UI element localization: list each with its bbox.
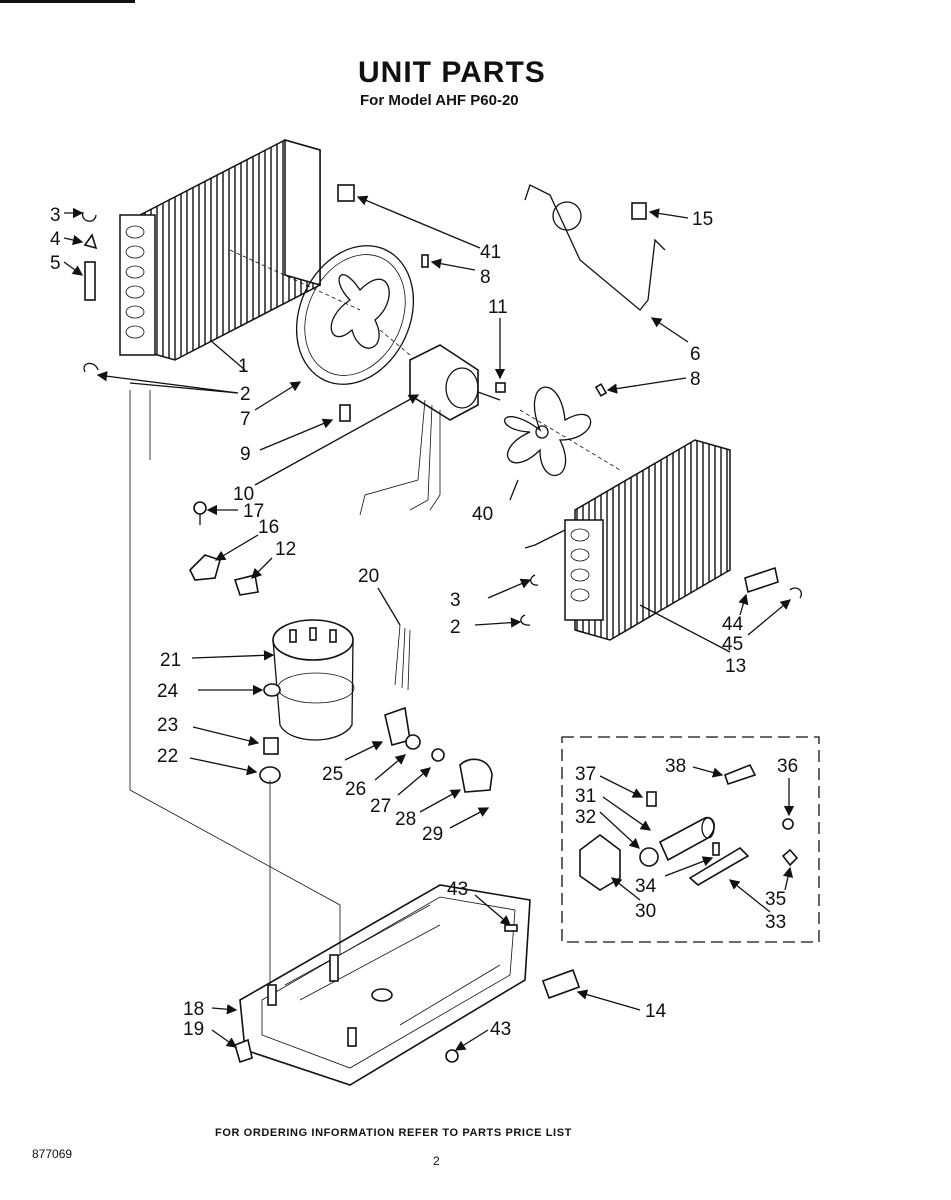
callout-25: 25: [322, 764, 343, 785]
callout-8-top: 8: [480, 267, 491, 288]
callout-7: 7: [240, 409, 251, 430]
callout-14: 14: [645, 1001, 667, 1022]
callout-16: 16: [258, 517, 279, 538]
callout-41: 41: [480, 242, 501, 263]
compressor: [272, 619, 355, 741]
callout-40: 40: [472, 504, 493, 525]
callout-18: 18: [183, 999, 204, 1020]
callout-29: 29: [422, 824, 443, 845]
callout-37: 37: [575, 764, 596, 785]
callout-9: 9: [240, 444, 251, 465]
capillary-tube: [524, 184, 666, 311]
callout-3-right: 3: [450, 590, 461, 611]
callout-24: 24: [157, 681, 179, 702]
page-title: UNIT PARTS: [358, 56, 546, 89]
callout-34: 34: [635, 876, 657, 897]
callout-21: 21: [160, 650, 181, 671]
fan-motor: [359, 344, 501, 516]
callout-8-right: 8: [690, 369, 701, 390]
callout-22: 22: [157, 746, 178, 767]
callout-23: 23: [157, 715, 178, 736]
wire-harness: [394, 624, 411, 691]
callout-30: 30: [635, 901, 656, 922]
leader-lines: [63, 195, 795, 1051]
base-pan: [234, 884, 581, 1086]
callout-4: 4: [50, 229, 61, 250]
callout-20: 20: [358, 566, 379, 587]
condenser-fan-blade: [503, 386, 592, 477]
model-subtitle: For Model AHF P60-20: [360, 92, 519, 109]
callout-1: 1: [238, 356, 249, 377]
callout-6: 6: [690, 344, 701, 365]
callout-43-bottom: 43: [490, 1019, 511, 1040]
callout-27: 27: [370, 796, 391, 817]
document-number: 877069: [32, 1147, 73, 1161]
small-hardware: [82, 184, 802, 626]
callout-labels: 3 4 5 1 2 7 9 10 41 8 11 15 6 8 40 17 16…: [50, 205, 798, 1040]
callout-2: 2: [240, 384, 251, 405]
callout-5: 5: [50, 253, 61, 274]
page-number: 2: [433, 1154, 440, 1168]
reference-lines: [129, 249, 621, 985]
callout-12: 12: [275, 539, 296, 560]
callout-32: 32: [575, 807, 596, 828]
callout-2-right: 2: [450, 617, 461, 638]
condenser-coil: [524, 439, 731, 641]
callout-33: 33: [765, 912, 786, 933]
top-rule: [0, 0, 135, 3]
ordering-note: FOR ORDERING INFORMATION REFER TO PARTS …: [215, 1127, 572, 1139]
callout-13: 13: [725, 656, 746, 677]
callout-3: 3: [50, 205, 61, 226]
callout-15: 15: [692, 209, 713, 230]
callout-36: 36: [777, 756, 798, 777]
fan-shroud: [295, 245, 415, 385]
callout-19: 19: [183, 1019, 204, 1040]
callout-26: 26: [345, 779, 366, 800]
callout-38: 38: [665, 756, 686, 777]
callout-28: 28: [395, 809, 416, 830]
overload-parts: [384, 706, 493, 793]
callout-35: 35: [765, 889, 786, 910]
evaporator-coil: [119, 139, 321, 361]
callout-10: 10: [233, 484, 254, 505]
callout-43-top: 43: [447, 879, 468, 900]
callout-17: 17: [243, 501, 264, 522]
callout-11: 11: [488, 297, 508, 318]
compressor-grommets: [259, 683, 281, 784]
callout-44: 44: [722, 614, 744, 635]
callout-31: 31: [575, 786, 596, 807]
control-box-inset: [561, 736, 820, 943]
callout-45: 45: [722, 634, 743, 655]
